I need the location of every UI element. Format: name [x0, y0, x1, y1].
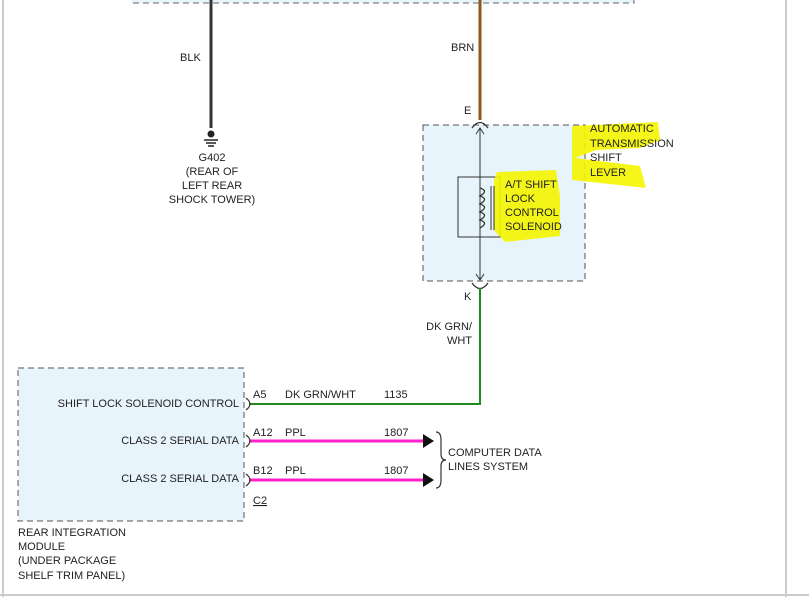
- solenoid-label-line3: CONTROL: [505, 207, 559, 219]
- highlight-marks: [494, 122, 660, 242]
- module-row3-wire: PPL: [285, 465, 306, 477]
- blk-wire-label: BLK: [180, 52, 201, 64]
- module-row1-label: SHIFT LOCK SOLENOID CONTROL: [58, 398, 239, 410]
- data-lines-label-line2: LINES SYSTEM: [448, 461, 528, 473]
- connector-e-icon: [471, 121, 489, 129]
- module-row2-label: CLASS 2 SERIAL DATA: [121, 435, 239, 447]
- module-row3-pin: B12: [253, 465, 273, 477]
- solenoid-label-line1: A/T SHIFT: [505, 179, 557, 191]
- data-lines-label-line1: COMPUTER DATA: [448, 447, 542, 459]
- pin-k-label: K: [464, 291, 472, 303]
- arrow-right-icon: [423, 473, 434, 487]
- module-row1-connector-icon: [245, 397, 251, 411]
- solenoid-coil-icon: [478, 187, 486, 229]
- module-name-line4: SHELF TRIM PANEL): [18, 570, 125, 582]
- module-row2-connector-icon: [245, 434, 251, 448]
- connector-k-icon: [471, 282, 489, 290]
- arrow-up-icon: [475, 127, 485, 135]
- brace-icon: [435, 431, 447, 489]
- module-name-line2: MODULE: [18, 541, 65, 553]
- ground-location-line3: SHOCK TOWER): [169, 194, 255, 206]
- ground-location-line2: LEFT REAR: [182, 180, 242, 192]
- solenoid-label-line4: SOLENOID: [505, 221, 562, 233]
- brn-wire-label: BRN: [451, 42, 474, 54]
- ground-id: G402: [199, 152, 226, 164]
- module-row3-connector-icon: [245, 473, 251, 487]
- top-box-edge: [131, 0, 635, 4]
- dkgrn-wht-label-line2: WHT: [447, 335, 472, 347]
- shift-lever-title-line2: TRANSMISSION: [590, 138, 674, 150]
- module-connector-c2: C2: [253, 495, 267, 507]
- module-row2-circuit: 1807: [384, 427, 408, 439]
- module-row1-wire: DK GRN/WHT: [285, 389, 356, 401]
- module-row3-circuit: 1807: [384, 465, 408, 477]
- pin-e-label: E: [464, 105, 471, 117]
- shift-lever-title-line4: LEVER: [590, 167, 626, 179]
- module-row2-wire: PPL: [285, 427, 306, 439]
- module-name-line3: (UNDER PACKAGE: [18, 555, 116, 567]
- ground-symbol-icon: [204, 130, 218, 147]
- ground-location-line1: (REAR OF: [186, 166, 239, 178]
- module-row1-circuit: 1135: [384, 389, 408, 401]
- shift-lever-title-line3: SHIFT: [590, 152, 622, 164]
- shift-lever-title-line1: AUTOMATIC: [590, 123, 654, 135]
- solenoid-label-line2: LOCK: [505, 193, 536, 205]
- module-name-line1: REAR INTEGRATION: [18, 527, 126, 539]
- module-box: [17, 367, 245, 522]
- dkgrn-wht-label-line1: DK GRN/: [426, 321, 473, 333]
- module-row3-label: CLASS 2 SERIAL DATA: [121, 473, 239, 485]
- module-row2-pin: A12: [253, 427, 273, 439]
- arrow-right-icon: [423, 434, 434, 448]
- dkgrn-wht-wire: [249, 288, 481, 405]
- module-row1-pin: A5: [253, 389, 266, 401]
- arrow-down-icon: [475, 273, 485, 281]
